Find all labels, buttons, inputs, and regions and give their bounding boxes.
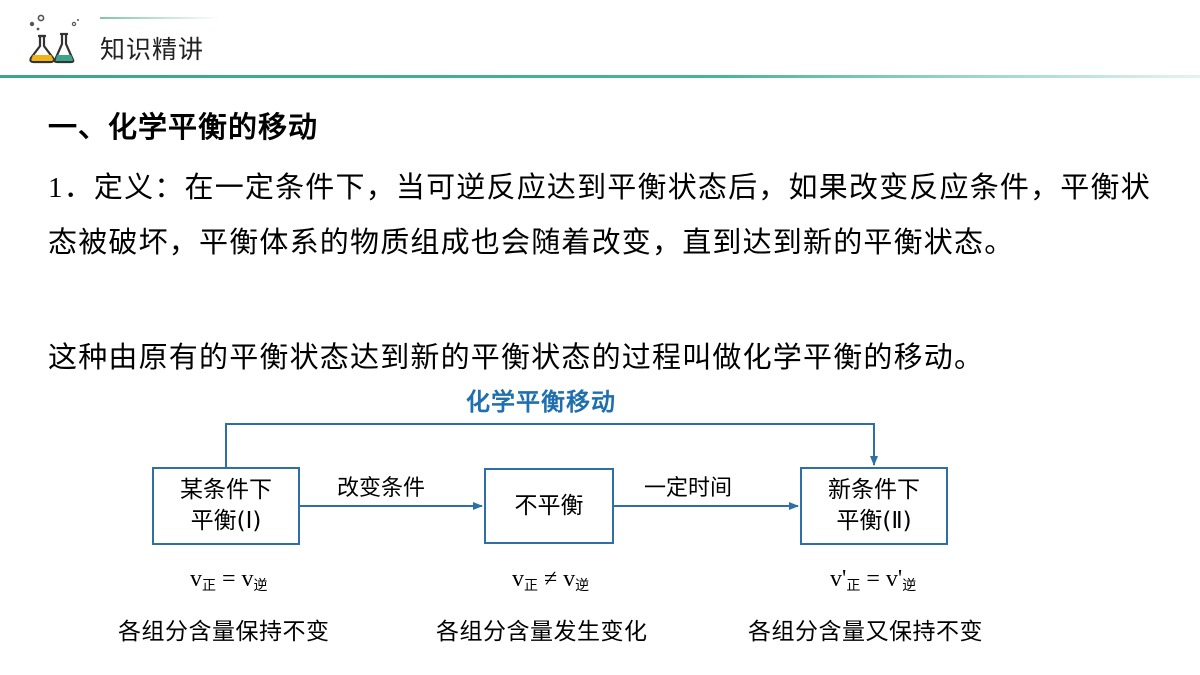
state-description-3: 各组分含量又保持不变 — [748, 619, 983, 645]
flask-icon — [26, 14, 82, 66]
section-title: 一、化学平衡的移动 — [48, 110, 319, 144]
arrow-label-change-condition: 改变条件 — [337, 476, 426, 501]
state-description-2: 各组分含量发生变化 — [436, 619, 648, 645]
header-accent-line — [100, 17, 220, 19]
definition-number: 1 — [48, 172, 64, 204]
header-divider — [0, 75, 1200, 78]
box-new-equilibrium: 新条件下 平衡(Ⅱ) — [800, 467, 948, 545]
box-line: 新条件下 — [828, 477, 920, 503]
box-line: 不平衡 — [514, 492, 584, 519]
rate-relation-3: v'正 = v'逆 — [830, 566, 917, 594]
state-description-1: 各组分含量保持不变 — [118, 619, 330, 645]
definition-text: ．定义：在一定条件下，当可逆反应达到平衡状态后，如果改变反应条件，平衡状态被破坏… — [48, 170, 1151, 259]
rate-relation-2: v正 ≠ v逆 — [512, 566, 590, 594]
box-original-equilibrium: 某条件下 平衡(Ⅰ) — [152, 467, 300, 545]
definition-paragraph: 1．定义：在一定条件下，当可逆反应达到平衡状态后，如果改变反应条件，平衡状态被破… — [48, 160, 1158, 269]
box-line: 平衡(Ⅰ) — [190, 508, 262, 534]
shift-label: 化学平衡移动 — [466, 388, 616, 416]
arrow-label-certain-time: 一定时间 — [644, 476, 733, 501]
box-line: 某条件下 — [180, 477, 272, 503]
box-non-equilibrium: 不平衡 — [484, 468, 614, 544]
summary-paragraph: 这种由原有的平衡状态达到新的平衡状态的过程叫做化学平衡的移动。 — [48, 340, 985, 374]
box-line: 平衡(Ⅱ) — [836, 508, 912, 534]
shift-loop-arrow — [225, 423, 878, 467]
rate-relation-1: v正 = v逆 — [190, 566, 268, 594]
page-title: 知识精讲 — [100, 35, 205, 64]
